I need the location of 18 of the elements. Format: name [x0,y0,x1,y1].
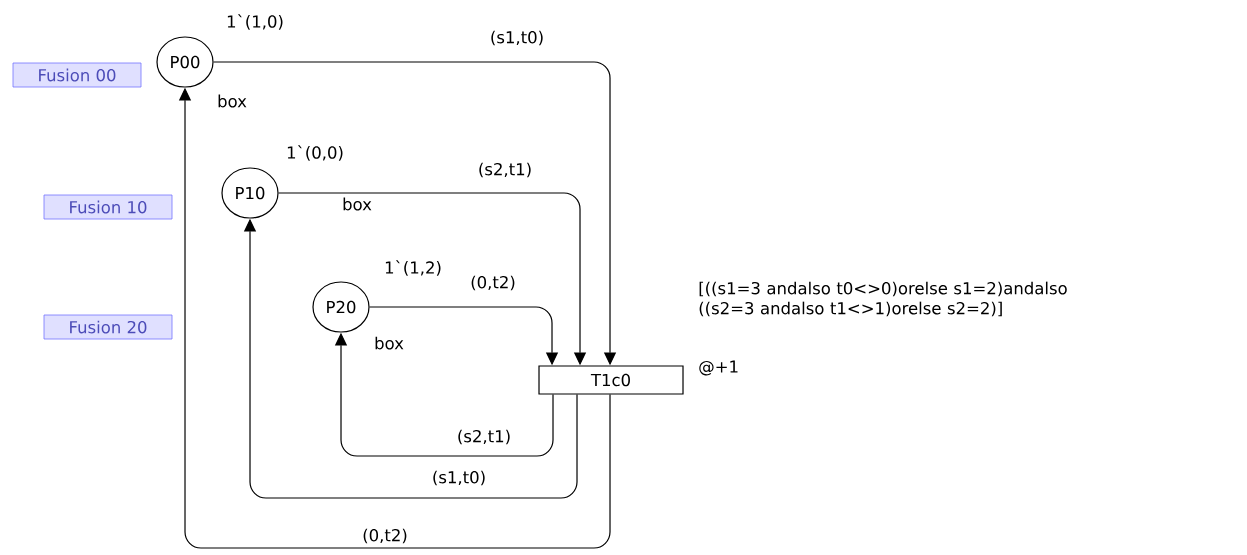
colour-set-label: box [343,197,372,211]
arc-inscription: (s1,t0) [430,469,488,487]
fusion-tag: Fusion 10 [43,194,173,220]
arc-inscription: (s1,t0) [488,29,546,47]
fusion-tag: Fusion 20 [43,314,173,340]
arc-inscription: (0,t2) [469,274,517,292]
arc-inscription: (0,t2) [361,527,409,545]
initial-marking: 1`(1,2) [385,260,441,276]
colour-set-label: box [218,94,247,108]
initial-marking: 1`(0,0) [287,145,343,161]
initial-marking: 1`(1,0) [227,14,283,30]
arc-inscription: (s2,t1) [476,161,534,179]
guard-text: [((s1=3 andalso t0<>0)orelse s1=2)andalso ((s2=3 andalso t1<>1)orelse s2=2)] [699,281,1067,317]
fusion-tag: Fusion 00 [12,62,142,88]
colour-set-label: box [375,336,404,350]
transition-box: T1c0 [538,365,684,395]
time-delay-label: @+1 [699,360,738,376]
arc-inscription: (s2,t1) [455,428,513,446]
